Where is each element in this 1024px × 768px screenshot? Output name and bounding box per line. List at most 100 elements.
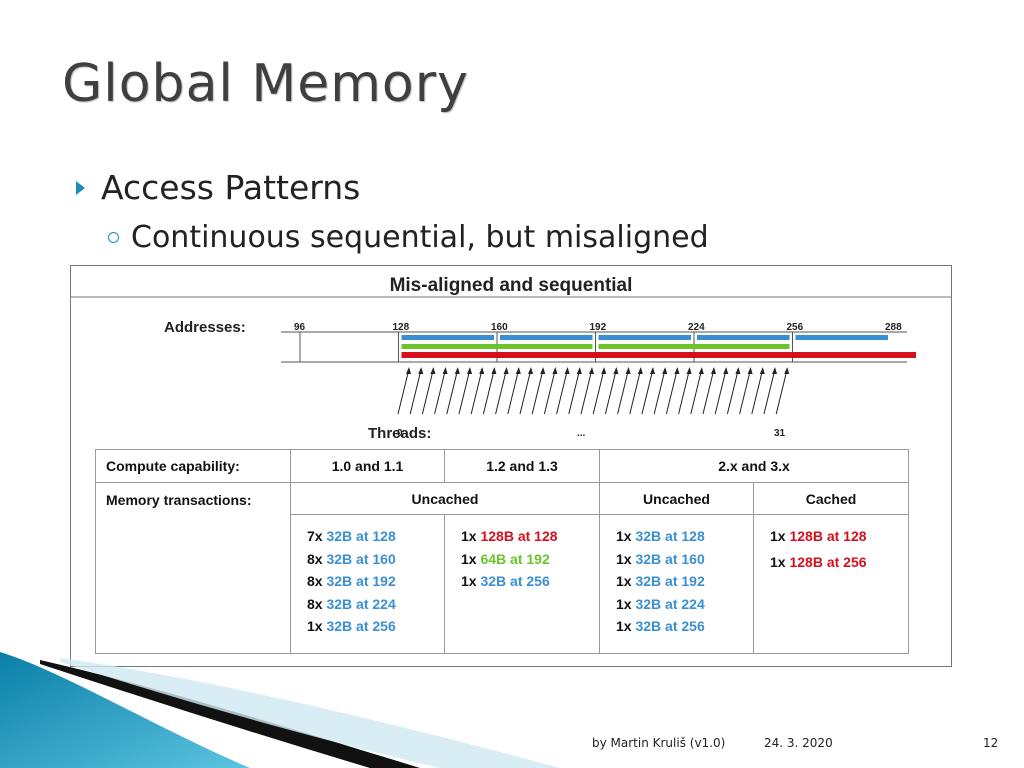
thread-arrow bbox=[519, 368, 532, 415]
thread-arrowhead bbox=[698, 367, 704, 374]
green-64b-segment bbox=[401, 344, 593, 349]
table-row: Memory transactions: Uncached Uncached C… bbox=[95, 482, 909, 654]
bullet-text: Access Patterns bbox=[101, 168, 361, 207]
thread-arrow bbox=[641, 368, 654, 415]
thread-arrow bbox=[653, 368, 666, 415]
thread-arrow bbox=[690, 368, 703, 415]
uncached-header-1: Uncached bbox=[290, 482, 600, 515]
thread-arrowhead bbox=[711, 367, 716, 374]
thread-arrowhead bbox=[503, 367, 509, 374]
cc-1-2: 1.2 and 1.3 bbox=[444, 449, 600, 483]
thread-arrowhead bbox=[784, 367, 790, 374]
threads-label: Threads: bbox=[368, 425, 431, 442]
thread-arrow bbox=[714, 368, 727, 415]
thread-arrowhead bbox=[442, 367, 448, 374]
slide-title: Global Memory bbox=[62, 54, 469, 114]
thread-arrowhead bbox=[564, 367, 570, 374]
thread-arrowhead bbox=[540, 367, 546, 374]
blue-32b-segment bbox=[401, 335, 494, 340]
list-item: 1x 32B at 224 bbox=[616, 595, 705, 612]
uncached-header-2: Uncached bbox=[599, 482, 754, 515]
thread-arrow bbox=[470, 368, 483, 415]
thread-arrow bbox=[592, 368, 605, 415]
list-item: 8x 32B at 224 bbox=[307, 595, 396, 612]
thread-arrowhead bbox=[552, 367, 558, 374]
thread-arrow bbox=[580, 368, 593, 415]
blue-32b-segment bbox=[500, 335, 593, 340]
thread-arrowhead bbox=[625, 367, 631, 374]
thread-arrowhead bbox=[418, 367, 424, 374]
list-item: 1x 128B at 256 bbox=[770, 553, 867, 570]
list-item: 7x 32B at 128 bbox=[307, 528, 396, 544]
thread-arrow bbox=[397, 368, 410, 415]
ring-bullet-icon bbox=[108, 232, 119, 243]
thread-ellipsis: ... bbox=[577, 428, 586, 439]
green-64b-segment bbox=[598, 344, 790, 349]
list-item: 1x 32B at 256 bbox=[616, 618, 705, 634]
thread-arrow bbox=[507, 368, 520, 415]
thread-arrowhead bbox=[454, 367, 460, 374]
thread-arrow bbox=[763, 368, 776, 415]
address-tick-label: 192 bbox=[590, 322, 607, 333]
transactions-table: Compute capability: 1.0 and 1.1 1.2 and … bbox=[95, 449, 909, 654]
thread-arrow bbox=[421, 368, 434, 415]
footer-date: 24. 3. 2020 bbox=[764, 736, 833, 750]
bullet-arrow-icon bbox=[76, 180, 85, 195]
address-tick-label: 288 bbox=[885, 322, 902, 333]
cc-2-x: 2.x and 3.x bbox=[599, 449, 909, 483]
thread-arrowhead bbox=[406, 367, 411, 374]
thread-arrow bbox=[434, 368, 447, 415]
thread-arrowhead bbox=[772, 367, 777, 374]
addresses-label: Addresses: bbox=[164, 319, 246, 336]
thread-arrow bbox=[409, 368, 422, 415]
thread-first: 0 bbox=[397, 428, 403, 439]
list-item: 8x 32B at 192 bbox=[307, 573, 396, 589]
thread-arrowhead bbox=[637, 367, 643, 374]
thread-arrow bbox=[751, 368, 764, 415]
thread-arrow bbox=[775, 368, 788, 415]
transactions-col-3: 1x 32B at 128 1x 32B at 160 1x 32B at 19… bbox=[599, 514, 754, 654]
thread-arrowhead bbox=[576, 367, 582, 374]
list-item: 1x 128B at 128 bbox=[770, 528, 867, 544]
thread-arrowhead bbox=[528, 367, 533, 374]
bullet-access-patterns: Access Patterns bbox=[76, 168, 360, 207]
thread-arrowhead bbox=[650, 367, 655, 374]
sub-bullet: Continuous sequential, but misaligned bbox=[108, 220, 709, 255]
thread-arrow bbox=[629, 368, 642, 415]
thread-arrow bbox=[543, 368, 556, 415]
cached-header: Cached bbox=[753, 482, 909, 515]
thread-arrow bbox=[739, 368, 752, 415]
thread-arrowhead bbox=[674, 367, 680, 374]
address-tick-label: 224 bbox=[688, 322, 705, 333]
transactions-col-1: 7x 32B at 128 8x 32B at 160 8x 32B at 19… bbox=[290, 514, 445, 654]
thread-arrowhead bbox=[686, 367, 692, 374]
thread-arrowhead bbox=[601, 367, 607, 374]
thread-arrowhead bbox=[479, 367, 485, 374]
address-tick-label: 96 bbox=[294, 322, 306, 333]
decorative-swoosh bbox=[0, 652, 560, 768]
access-bars bbox=[401, 335, 916, 358]
table-row: Compute capability: 1.0 and 1.1 1.2 and … bbox=[95, 449, 909, 483]
memory-access-figure: Mis-aligned and sequential Addresses: Th… bbox=[70, 265, 952, 667]
thread-arrows bbox=[397, 367, 790, 415]
thread-arrowhead bbox=[467, 367, 472, 374]
list-item: 1x 32B at 160 bbox=[616, 550, 705, 567]
thread-arrowhead bbox=[759, 367, 765, 374]
list-item: 1x 32B at 256 bbox=[461, 573, 550, 589]
memory-transactions-label: Memory transactions: bbox=[95, 482, 291, 654]
list-item: 8x 32B at 160 bbox=[307, 550, 396, 567]
thread-arrow bbox=[458, 368, 471, 415]
thread-arrow bbox=[568, 368, 581, 415]
thread-arrow bbox=[617, 368, 630, 415]
thread-arrowhead bbox=[662, 367, 668, 374]
thread-arrowhead bbox=[735, 367, 741, 374]
thread-arrow bbox=[678, 368, 691, 415]
page-number: 12 bbox=[983, 736, 999, 750]
table-row: 7x 32B at 128 8x 32B at 160 8x 32B at 19… bbox=[96, 514, 909, 654]
blue-32b-segment bbox=[697, 335, 790, 340]
list-item: 1x 32B at 128 bbox=[616, 528, 705, 544]
thread-arrowhead bbox=[589, 367, 594, 374]
list-item: 1x 128B at 128 bbox=[461, 528, 558, 544]
address-diagram: Mis-aligned and sequential Addresses: Th… bbox=[71, 275, 951, 442]
